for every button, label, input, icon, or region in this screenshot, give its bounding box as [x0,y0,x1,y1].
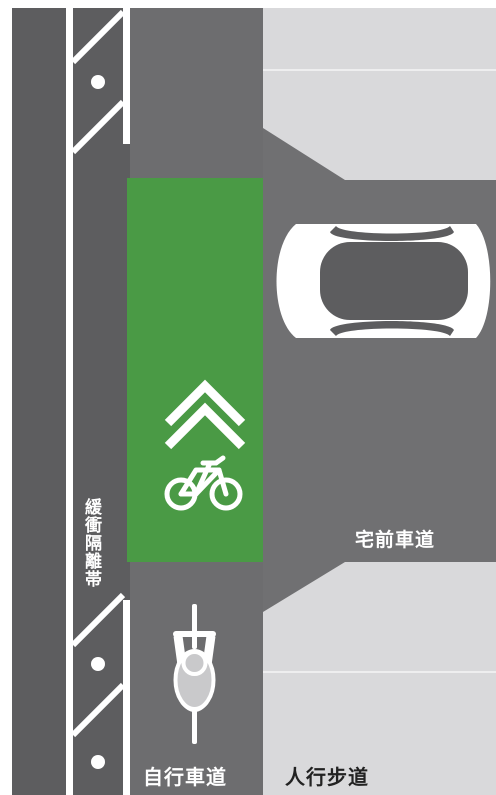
bike-lane-green-section [127,178,263,562]
buffer-post-icon [91,755,105,769]
bike-lane-label: 自行車道 [143,765,227,789]
cyclist-top-view-icon [173,604,216,744]
sidewalk-label: 人行步道 [285,765,369,789]
car-top-view-icon [276,224,491,338]
buffer-line-right [123,8,130,144]
bicycle-icon [164,455,243,511]
buffer-hatching-top [70,9,126,155]
buffer-line-left [66,8,73,795]
buffer-post-icon [91,75,105,89]
buffer-hatching-bottom [70,592,126,738]
double-chevron-up-icon [164,379,246,450]
buffer-zone-label: 緩衝隔離帯 [81,498,101,588]
buffer-line-right [123,600,130,795]
driveway-label: 宅前車道 [355,529,436,551]
buffer-post-icon [91,657,105,671]
